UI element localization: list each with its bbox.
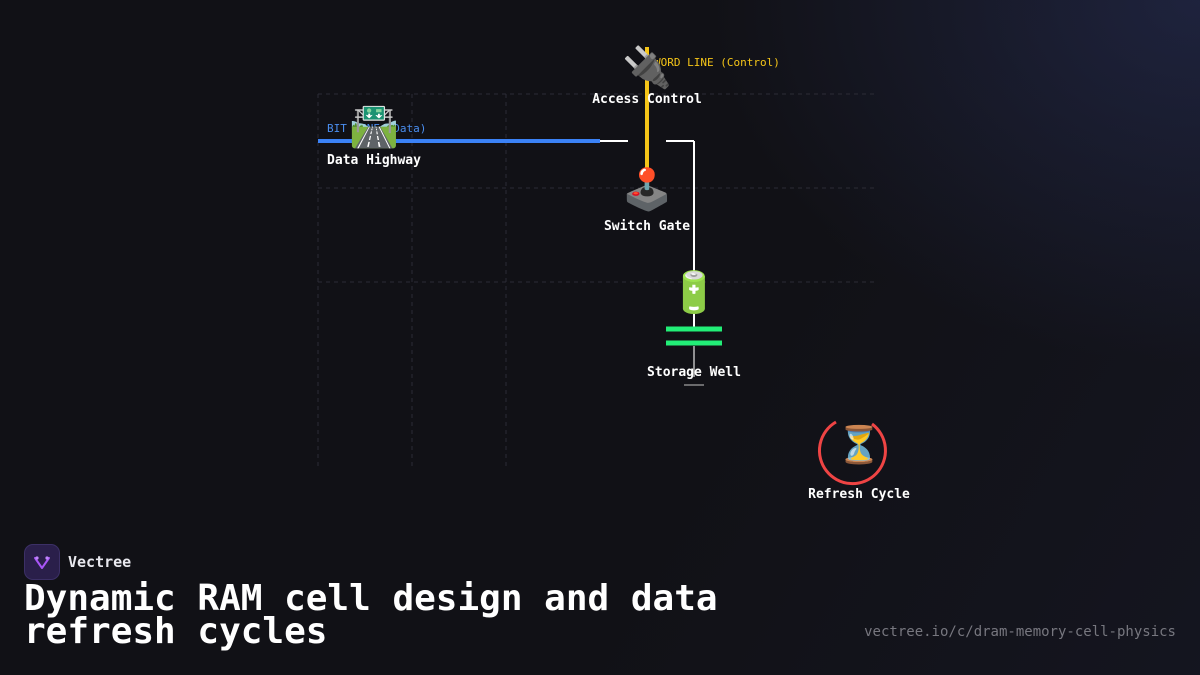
vectree-logo-icon — [24, 544, 60, 580]
refresh-ring — [818, 420, 887, 486]
bit-line-label: BIT LINE (Data) — [327, 122, 427, 135]
battery-icon: 🔋 — [669, 270, 719, 316]
access-control-label: Access Control — [592, 92, 702, 107]
storage-well-label: Storage Well — [647, 365, 741, 380]
plug-icon: 🔌 — [622, 45, 672, 91]
data-highway-label: Data Highway — [327, 153, 421, 168]
brand: Vectree — [24, 544, 131, 580]
highway-icon: 🛣️ — [349, 104, 399, 150]
brand-name: Vectree — [68, 553, 132, 571]
grid — [317, 93, 878, 466]
switch-gate-label: Switch Gate — [603, 219, 691, 234]
hourglass-icon: ⏳ — [836, 425, 882, 466]
source-url: vectree.io/c/dram-memory-cell-physics — [864, 624, 1176, 640]
page-title: Dynamic RAM cell design and data refresh… — [24, 578, 718, 652]
word-line-label: WORD LINE (Control) — [654, 56, 780, 69]
refresh-cycle-label: Refresh Cycle — [808, 487, 910, 502]
joystick-icon: 🕹️ — [622, 167, 672, 213]
